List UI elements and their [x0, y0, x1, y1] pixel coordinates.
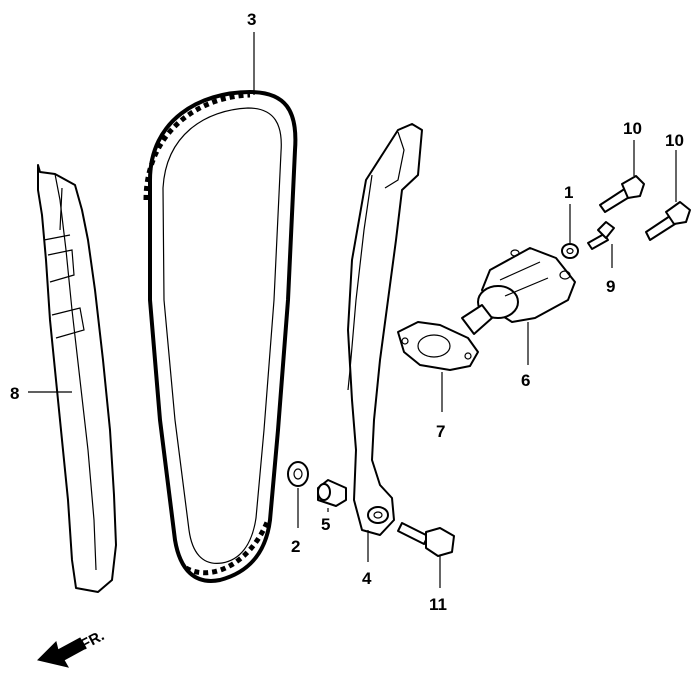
flange-bolt: [397, 522, 455, 557]
cam-chain-tensioner-slipper: [347, 123, 423, 536]
cam-chain-guide: [37, 164, 117, 593]
leader-lines: [28, 32, 677, 588]
callout-4: 4: [362, 569, 372, 588]
flange-bolt: [645, 201, 691, 241]
callout-1: 1: [564, 183, 573, 202]
washer: [287, 461, 309, 487]
callout-5: 5: [321, 515, 330, 534]
callout-8: 8: [10, 384, 19, 403]
tensioner-gasket: [397, 321, 479, 371]
front-direction-arrow: FR.: [37, 627, 107, 668]
callout-6: 6: [521, 371, 530, 390]
callout-10-right: 10: [665, 131, 684, 150]
callout-10-upper: 10: [623, 119, 642, 138]
collar: [317, 479, 347, 507]
callout-7: 7: [436, 422, 445, 441]
cam-chain-tensioner-lifter: [461, 247, 576, 335]
cam-chain: [143, 90, 298, 583]
callout-11: 11: [429, 595, 447, 614]
flange-bolt: [599, 175, 645, 213]
callout-3: 3: [247, 10, 256, 29]
bolt: [587, 221, 615, 250]
sealing-washer: [561, 243, 579, 259]
callout-9: 9: [606, 277, 615, 296]
callout-2: 2: [291, 537, 300, 556]
